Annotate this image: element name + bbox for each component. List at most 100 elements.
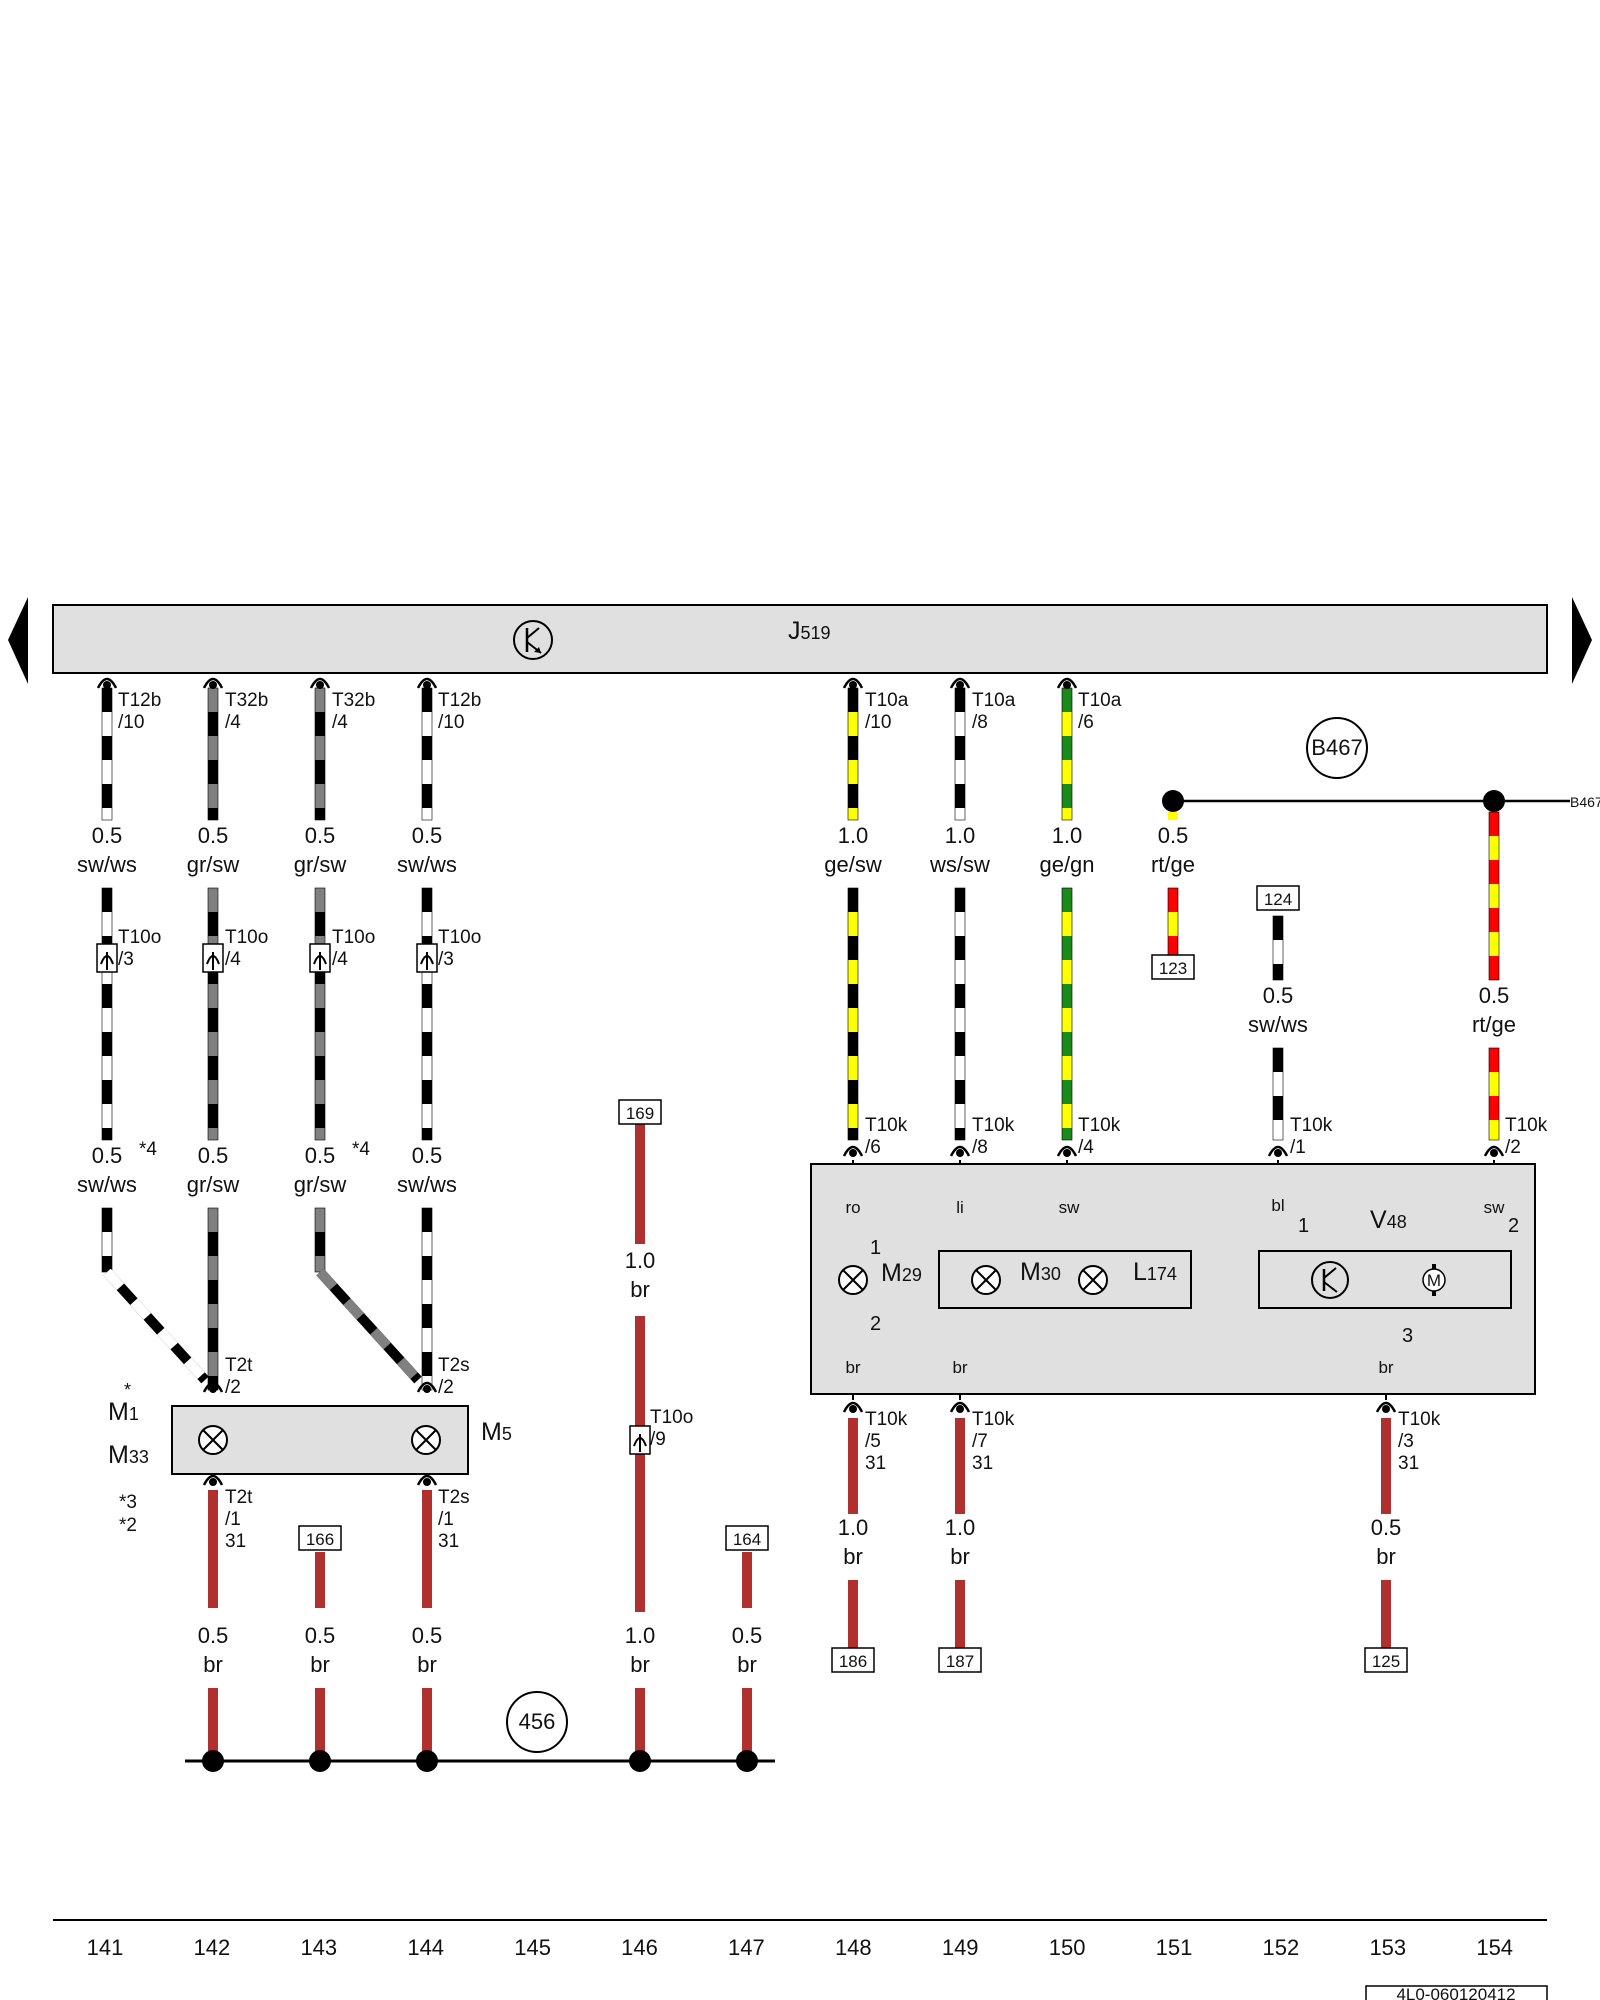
pin-bl: bl xyxy=(1271,1196,1284,1215)
component-m30: M30 xyxy=(1020,1258,1061,1286)
connector-pin xyxy=(416,1381,438,1393)
wire-size: 0.5 xyxy=(198,1623,229,1648)
column-number: 150 xyxy=(1049,1935,1086,1960)
connector-pin xyxy=(416,677,438,689)
connector-labels: T12b/10T32b/4T32b/4T12b/10T10o/3T10o/4T1… xyxy=(118,690,1548,1552)
connector-label: T32b/4 xyxy=(225,690,268,733)
column-number: 144 xyxy=(407,1935,444,1960)
connector-pin xyxy=(842,1401,864,1413)
wire-labels: 0.5sw/ws0.5gr/sw0.5gr/sw0.5sw/ws0.5sw/ws… xyxy=(77,823,1516,1677)
column-number: 142 xyxy=(194,1935,231,1960)
pin-li: li xyxy=(956,1198,964,1217)
column-number: 141 xyxy=(87,1935,124,1960)
transistor-icon xyxy=(1311,1261,1349,1299)
control-unit-label: J519 xyxy=(788,617,831,645)
wire xyxy=(314,687,326,821)
wire xyxy=(848,1580,858,1652)
wire-color: gr/sw xyxy=(294,1172,347,1197)
connector-pin xyxy=(96,677,118,689)
column-number: 148 xyxy=(835,1935,872,1960)
connector-socket xyxy=(309,943,331,973)
wire-color: ge/gn xyxy=(1039,852,1094,877)
wire xyxy=(1272,1047,1284,1141)
wire-size: 0.5 xyxy=(305,1143,336,1168)
bulb-icon xyxy=(411,1425,441,1455)
wire-color: sw/ws xyxy=(77,852,137,877)
wire-color: br xyxy=(1376,1544,1396,1569)
connector-label: T10o/4 xyxy=(332,927,375,970)
component-l174: L174 xyxy=(1133,1258,1177,1286)
pin-number: 2 xyxy=(870,1313,881,1335)
next-page-arrow[interactable] xyxy=(1572,597,1592,684)
connector-label: T10a/10 xyxy=(865,690,909,733)
pin-br: br xyxy=(1378,1358,1393,1377)
connector-label: T10o/3 xyxy=(438,927,481,970)
wire-color: sw/ws xyxy=(77,1172,137,1197)
control-unit-j519 xyxy=(52,604,1548,674)
connector-label: T10k/4 xyxy=(1078,1115,1121,1158)
connector-label: T12b/10 xyxy=(118,690,161,733)
prev-page-arrow[interactable] xyxy=(8,597,28,684)
wire-size: 0.5 xyxy=(412,1143,443,1168)
wire-color: ws/sw xyxy=(929,852,990,877)
connector-label: T10k/8 xyxy=(972,1115,1015,1158)
connector-label: T10a/8 xyxy=(972,690,1016,733)
wire-size: 0.5 xyxy=(1263,983,1294,1008)
wire xyxy=(1381,1418,1391,1514)
wire xyxy=(207,887,219,1141)
wire xyxy=(635,1124,645,1244)
wire-note: *4 xyxy=(139,1139,157,1160)
connector-pin xyxy=(949,1401,971,1413)
wire xyxy=(954,687,966,821)
connector-pin xyxy=(1375,1401,1397,1413)
connector-socket xyxy=(202,943,224,973)
reference-box-label: 169 xyxy=(626,1104,654,1123)
wire xyxy=(101,1207,113,1273)
reference-box-label: 186 xyxy=(839,1652,867,1671)
wire-size: 0.5 xyxy=(412,1623,443,1648)
connector-pin xyxy=(202,1474,224,1486)
connector-pin xyxy=(202,677,224,689)
connector-pin xyxy=(842,677,864,689)
wire xyxy=(1168,812,1178,820)
wire xyxy=(847,887,859,1141)
connector-pin xyxy=(1267,1145,1289,1157)
wire xyxy=(1488,1047,1500,1141)
wire-size: 0.5 xyxy=(92,823,123,848)
wire xyxy=(314,887,326,1141)
b467-tag: B467 xyxy=(1570,794,1600,810)
connector-pin xyxy=(1483,1145,1505,1157)
wire-size: 0.5 xyxy=(92,1143,123,1168)
wire-color: br xyxy=(417,1652,437,1677)
bulb-icon xyxy=(971,1265,1001,1295)
pin-sw: sw xyxy=(1059,1198,1081,1217)
wire xyxy=(1381,1580,1391,1652)
wire-size: 0.5 xyxy=(305,1623,336,1648)
wire xyxy=(1488,811,1500,981)
connector-pin xyxy=(1056,1145,1078,1157)
wire-size: 0.5 xyxy=(1158,823,1189,848)
wire-note: *4 xyxy=(352,1139,370,1160)
wire xyxy=(1272,915,1284,981)
wire-color: br xyxy=(630,1652,650,1677)
transistor-icon xyxy=(513,620,553,660)
doc-number: 4L0-060120412 xyxy=(1396,1985,1515,2000)
connector-socket xyxy=(96,943,118,973)
reference-box-label: 164 xyxy=(733,1530,761,1549)
pin-sw: sw xyxy=(1484,1198,1506,1217)
connector-label: T10o/9 xyxy=(650,1407,693,1450)
wire xyxy=(847,687,859,821)
wire xyxy=(314,1207,326,1273)
wire-color: rt/ge xyxy=(1151,852,1195,877)
column-number: 146 xyxy=(621,1935,658,1960)
connector-label: T2t/2 xyxy=(225,1355,253,1398)
wire xyxy=(315,1552,325,1608)
note-2: *2 xyxy=(119,1515,137,1536)
wire-color: br xyxy=(203,1652,223,1677)
wire-size: 0.5 xyxy=(1371,1515,1402,1540)
wire xyxy=(742,1552,752,1608)
